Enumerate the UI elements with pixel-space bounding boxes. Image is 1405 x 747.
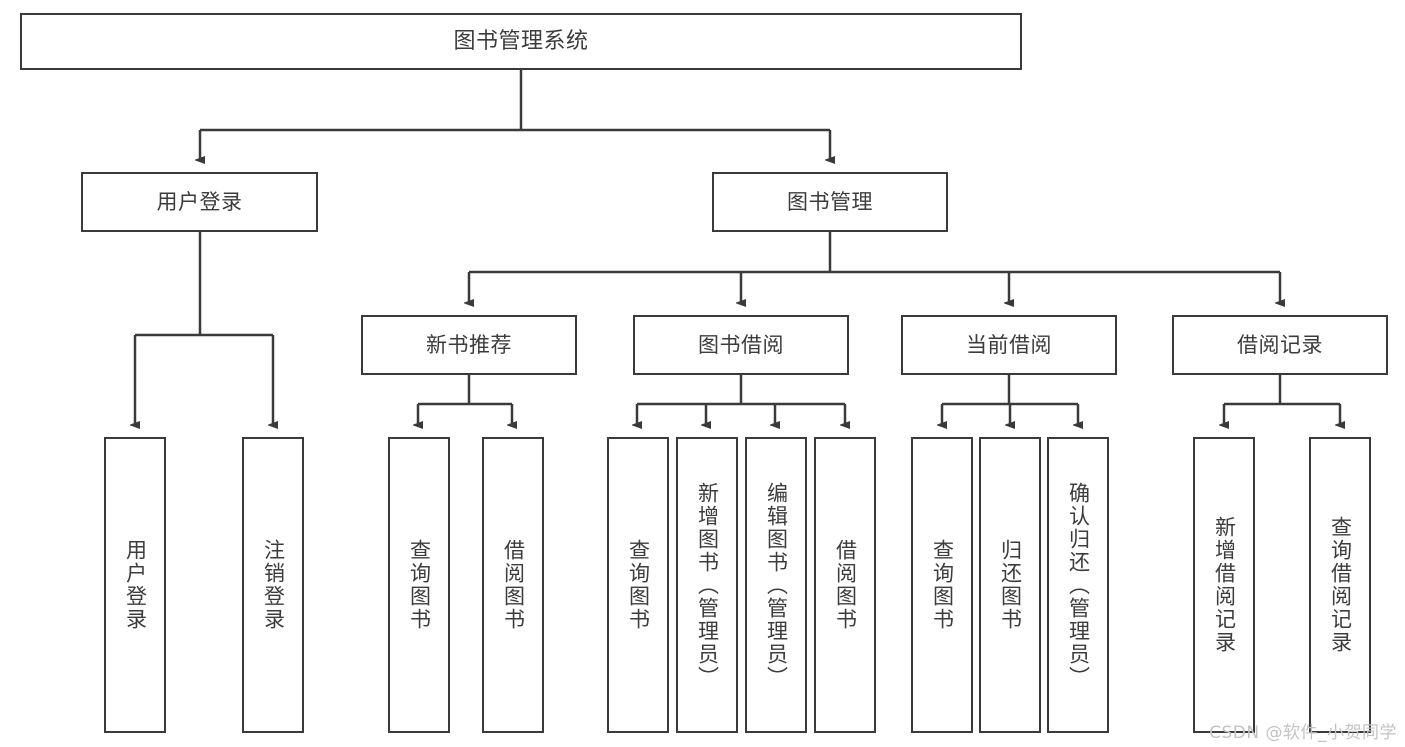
node-label: 图书管理系统 (453, 28, 589, 54)
node-label: 新书推荐 (426, 332, 512, 357)
node-label: 当前借阅 (966, 332, 1052, 357)
node-label: 归还图书 (998, 539, 1023, 631)
leaf-current-borrow-query-books[interactable]: 查询图书 (911, 437, 973, 733)
csdn-watermark: CSDN @软件_小贺同学 (1209, 723, 1397, 743)
node-borrow-records[interactable]: 借阅记录 (1172, 315, 1388, 375)
leaf-borrow-records-query-record[interactable]: 查询借阅记录 (1309, 437, 1371, 733)
node-label: 借阅记录 (1237, 332, 1323, 357)
node-book-borrow[interactable]: 图书借阅 (633, 315, 849, 375)
node-label: 图书借阅 (698, 332, 784, 357)
node-label: 注销登录 (261, 539, 286, 631)
leaf-borrow-records-add-record[interactable]: 新增借阅记录 (1193, 437, 1255, 733)
leaf-book-borrow-query-books[interactable]: 查询图书 (607, 437, 669, 733)
node-label: 编辑图书（管理员） (764, 481, 789, 689)
node-label: 用户登录 (156, 189, 243, 214)
leaf-book-borrow-edit-book-admin[interactable]: 编辑图书（管理员） (745, 437, 807, 733)
node-root-library-system[interactable]: 图书管理系统 (20, 13, 1022, 70)
node-label: 新增借阅记录 (1212, 516, 1237, 654)
leaf-book-borrow-borrow-books[interactable]: 借阅图书 (814, 437, 876, 733)
node-book-management[interactable]: 图书管理 (712, 172, 948, 232)
leaf-user-login-logout[interactable]: 注销登录 (242, 437, 304, 733)
leaf-new-book-query-books[interactable]: 查询图书 (388, 437, 450, 733)
node-current-borrow[interactable]: 当前借阅 (901, 315, 1117, 375)
node-label: 查询图书 (930, 539, 955, 631)
node-label: 查询图书 (626, 539, 651, 631)
node-user-login[interactable]: 用户登录 (81, 172, 318, 232)
node-label: 确认归还（管理员） (1066, 481, 1091, 689)
node-label: 借阅图书 (501, 539, 526, 631)
node-label: 查询借阅记录 (1328, 516, 1353, 654)
node-new-book-recommend[interactable]: 新书推荐 (361, 315, 577, 375)
leaf-user-login-login[interactable]: 用户登录 (104, 437, 166, 733)
node-label: 用户登录 (123, 539, 148, 631)
leaf-book-borrow-add-book-admin[interactable]: 新增图书（管理员） (676, 437, 738, 733)
leaf-current-borrow-return-books[interactable]: 归还图书 (979, 437, 1041, 733)
node-label: 查询图书 (407, 539, 432, 631)
leaf-new-book-borrow-books[interactable]: 借阅图书 (482, 437, 544, 733)
leaf-current-borrow-confirm-return-admin[interactable]: 确认归还（管理员） (1047, 437, 1109, 733)
node-label: 图书管理 (787, 189, 873, 214)
node-label: 新增图书（管理员） (695, 481, 720, 689)
node-label: 借阅图书 (833, 539, 858, 631)
